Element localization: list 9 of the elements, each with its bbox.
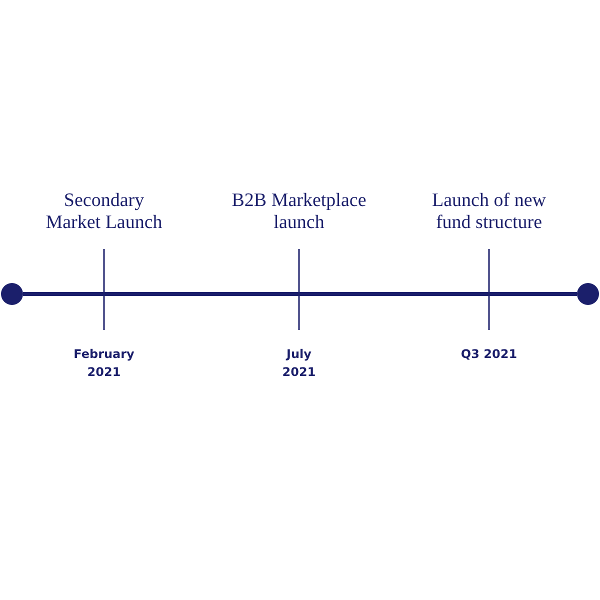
endpoint-circle	[577, 283, 599, 305]
date-label: July 2021	[281, 346, 317, 381]
date-label: Q3 2021	[460, 346, 518, 363]
endpoint-circle	[1, 283, 23, 305]
timeline-line	[23, 292, 577, 296]
date-label: February 2021	[72, 346, 136, 381]
milestone-label: Launch of new fund structure	[431, 190, 547, 234]
milestone-label: Secondary Market Launch	[44, 190, 164, 234]
milestone-label: B2B Marketplace launch	[230, 190, 368, 234]
